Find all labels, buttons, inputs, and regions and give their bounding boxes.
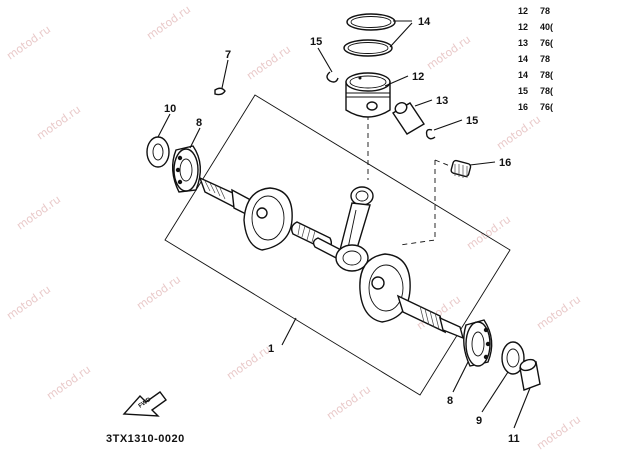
piston: [345, 72, 391, 118]
piston-rings: [343, 13, 396, 57]
parts-code: 78: [540, 6, 550, 16]
callout-12: 12: [412, 71, 424, 83]
watermark: motod.ru: [534, 413, 583, 453]
parts-code: 78(: [540, 86, 553, 96]
parts-code: 40(: [540, 22, 553, 32]
collar: [519, 358, 541, 391]
watermark: motod.ru: [134, 273, 183, 313]
callout-1: 1: [268, 343, 274, 355]
parts-ref: 16: [518, 102, 528, 112]
watermark: motod.ru: [494, 113, 543, 153]
watermark: motod.ru: [324, 383, 373, 423]
parts-table: 12 78 12 40( 13 76( 14 78 14 78( 15 78( …: [518, 6, 553, 112]
watermark: motod.ru: [44, 363, 93, 403]
piston-pin-clip-right: [425, 128, 436, 140]
watermark: motod.ru: [14, 193, 63, 233]
key-clip: [214, 87, 226, 96]
parts-ref: 14: [518, 54, 528, 64]
parts-code: 76(: [540, 38, 553, 48]
watermark: motod.ru: [244, 43, 293, 83]
watermark: motod.ru: [424, 33, 473, 73]
callout-8-right: 8: [447, 395, 453, 407]
drawing-code: 3TX1310-0020: [106, 433, 185, 445]
leader-lines: [157, 20, 531, 429]
parts-ref: 13: [518, 38, 528, 48]
dashed-guide-bearing-top: [434, 159, 456, 169]
left-main-bearing: [171, 145, 201, 193]
callout-11: 11: [508, 433, 520, 445]
parts-ref: 12: [518, 6, 528, 16]
callout-13: 13: [436, 95, 448, 107]
parts-code: 78: [540, 54, 550, 64]
parts-ref: 12: [518, 22, 528, 32]
callout-7: 7: [225, 49, 231, 61]
connecting-rod: [335, 186, 374, 272]
watermark: motod.ru: [4, 283, 53, 323]
callout-16: 16: [499, 157, 511, 169]
piston-pin: [392, 102, 425, 135]
piston-pin-clip-left: [326, 71, 339, 83]
callout-14: 14: [418, 16, 431, 28]
callout-9: 9: [476, 415, 482, 427]
parts-code: 76(: [540, 102, 553, 112]
parts-ref: 15: [518, 86, 528, 96]
small-end-needle-bearing: [450, 159, 472, 178]
watermark: motod.ru: [34, 103, 83, 143]
parts-code: 78(: [540, 70, 553, 80]
forward-arrow-icon: FWD: [122, 391, 167, 417]
callout-15-right: 15: [466, 115, 478, 127]
right-oil-seal: [501, 341, 525, 375]
right-crank-half: [359, 253, 465, 340]
right-main-bearing: [463, 319, 493, 367]
dashed-guide-bearing: [399, 160, 436, 246]
callout-labels: 14 15 12 7 10 8 13 15 16 1 8 9 11: [164, 16, 520, 445]
watermark: motod.ru: [224, 343, 273, 383]
callout-8-left: 8: [196, 117, 202, 129]
watermark: motod.ru: [464, 213, 513, 253]
watermark: motod.ru: [534, 293, 583, 333]
callout-10: 10: [164, 103, 176, 115]
left-oil-seal: [146, 136, 170, 168]
assembly-boundary: [164, 94, 511, 396]
watermark: motod.ru: [144, 3, 193, 43]
left-crank-half: [198, 176, 293, 251]
watermark: motod.ru: [4, 23, 53, 63]
parts-ref: 14: [518, 70, 528, 80]
callout-15-top: 15: [310, 36, 322, 48]
